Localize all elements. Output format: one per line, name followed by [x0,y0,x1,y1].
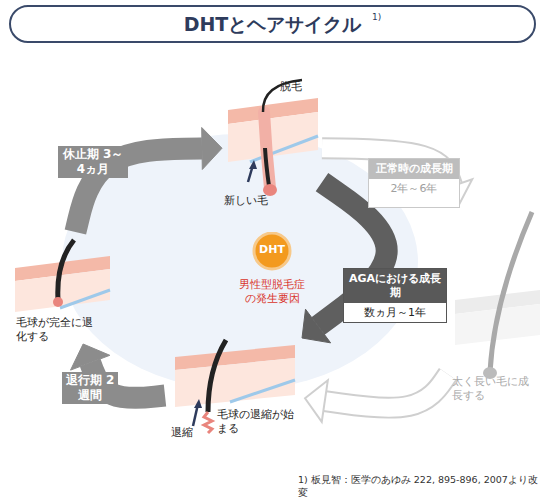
node-heading: AGAにおける成長期 [344,269,446,303]
dermis [228,112,318,162]
node-heading: 脱毛 [280,80,320,94]
regression-arrowhead [194,399,202,408]
cycle-arrow-group [305,374,448,422]
new-hair [265,148,269,186]
node-text: 数ヵ月～1年 [344,303,446,323]
arrowhead [71,344,110,370]
hair-follicle [264,112,270,188]
node-heading: 太く長い毛に成長する [452,375,532,403]
source-caption: 1) 板見智：医学のあゆみ 222, 895-896, 2007より改変 [298,474,543,497]
growth-arrowhead [249,160,257,169]
phase-label: 退行期 2週間 [62,372,118,404]
phase-label: 休止期 3～4ヵ月 [58,146,128,178]
reference-mark: 1) [372,12,381,22]
arrow-inner [325,374,448,407]
phase-box: 正常時の成長期2年～6年 [368,158,460,208]
regressing-hair [208,340,226,412]
arrowhead [202,127,222,169]
hair-stage: 毛球が完全に退化する [12,232,112,344]
cycle-arrow [325,374,448,407]
node-text: 新しい毛 [224,194,284,208]
arrowhead [302,309,331,343]
node-heading: DHT [252,243,292,257]
cause-circle: DHT 男性型脱毛症の発生要因 [222,232,322,322]
node-text: 毛球の退縮が始まる [217,408,297,436]
skin-line [230,380,295,402]
diagram-title: DHTとヘアサイクル [20,12,525,38]
skin-line [60,290,110,308]
club-hair [58,240,74,300]
cycle-arrow-group [75,127,222,232]
shrinking-follicle [204,412,212,433]
node-heading: 正常時の成長期 [369,159,459,179]
arrowhead [305,380,328,422]
dermis [15,269,110,312]
hair-stage: 太く長い毛に成長する [448,205,540,410]
hair-stage: 退縮 毛球の退縮が始まる [165,338,305,438]
long-hair [490,212,532,372]
node-heading: 毛球が完全に退化する [16,316,96,344]
node-text: 2年～6年 [369,179,459,199]
hair-stage: 脱毛新しい毛 [222,80,322,215]
dermis [175,358,295,407]
title-frame [10,6,535,42]
node-text: 男性型脱毛症の発生要因 [236,278,308,306]
node-heading: 退縮 [171,426,201,440]
hair-bulb [53,297,63,307]
phase-box: AGAにおける成長期数ヵ月～1年 [343,268,447,323]
